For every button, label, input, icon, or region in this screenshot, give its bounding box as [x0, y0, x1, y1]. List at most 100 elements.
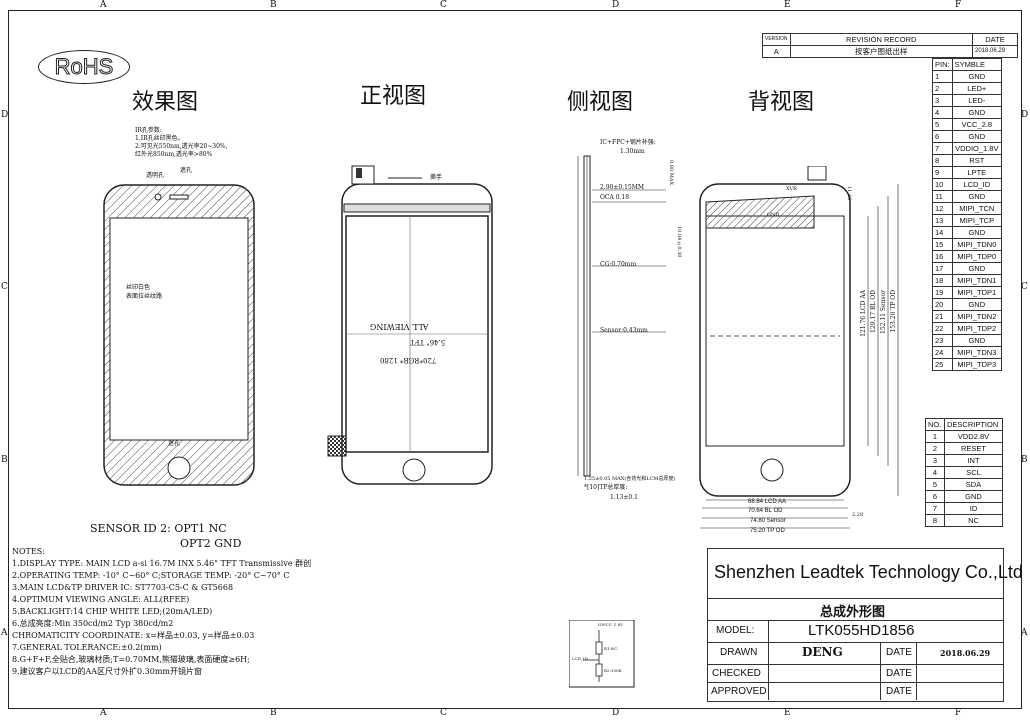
heading-back: 背视图 [748, 90, 815, 115]
rohs-mark: RoHS [38, 50, 130, 84]
model-value: LTK055HD1856 [808, 622, 915, 639]
back-label-xvr: XVR [786, 186, 797, 192]
tb-vline [768, 620, 769, 700]
zone-top-A: A [100, 0, 107, 10]
ir-notes: IR孔参数:1.IR孔丝印黑色。2.可见光550nm,透光率20~30%, 红外… [135, 127, 228, 159]
note-line: 4.OPTIMUM VIEWING ANGLE: ALL(RFEE) [12, 595, 190, 604]
label-pull-tab: 撕手 [430, 174, 443, 181]
side-dim-7: 1.13±0.1 [610, 494, 638, 501]
date-label-1: DATE [886, 647, 912, 658]
tb-line [707, 620, 1003, 621]
zone-top-C: C [440, 0, 447, 10]
zone-right-A: A [1021, 628, 1028, 638]
date-label-2: DATE [886, 668, 912, 679]
back-label-gnd: GND [767, 212, 780, 218]
zone-left-A: A [1, 628, 8, 638]
drawing-title: 总成外形图 [820, 604, 886, 619]
zone-right-C: C [1021, 282, 1028, 292]
label-ink-surface: 表面拉丝纹路 [126, 293, 163, 300]
back-dim-side: 2.28 [852, 512, 864, 518]
zone-right-B: B [1021, 455, 1028, 465]
back-dim-h: 68.84 LCD AA [748, 499, 787, 505]
zone-top-D: D [612, 0, 620, 10]
zone-left-B: B [1, 455, 8, 465]
label-ink: 丝印白色 [126, 284, 151, 291]
side-top-dim: 1.30mm [620, 148, 645, 155]
zone-bottom-B: B [270, 708, 277, 718]
note-line: CHROMATICITY COORDINATE: x=样品±0.03, y=样品… [12, 631, 255, 640]
circuit-r2: R2:100K [604, 668, 622, 673]
note-line: 3.MAIN LCD&TP DRIVER IC: ST7703-C5-C & G… [12, 583, 234, 592]
zone-right-D: D [1021, 110, 1029, 120]
front-mirrored-text-3: 720*RGB* 1280 [380, 356, 437, 364]
front-mirrored-text-2: 5.46" TFT [410, 338, 446, 346]
company-name: Shenzhen Leadtek Technology Co.,Ltd [714, 562, 1023, 582]
side-dim-6: *[10]TP总厚度: [584, 484, 628, 491]
label-shade-hole: 遮孔 [180, 167, 193, 174]
circuit-lcd-id: LCD_ID [572, 656, 588, 661]
sensor-id-line-2: OPT2 GND [180, 537, 242, 550]
front-mirrored-text-1: ALL VIEWING [370, 322, 429, 331]
model-label: MODEL: [716, 625, 755, 636]
heading-effect: 效果图 [132, 90, 199, 115]
approved-label: APPROVED [711, 686, 767, 697]
side-max: 0.80 MAX [668, 160, 674, 186]
circuit-vcc: IOVCC_1.8V [598, 622, 624, 627]
back-dim-v: 152.11 Sensor [880, 290, 887, 334]
effect-view-drawing [103, 184, 255, 486]
zone-top-B: B [270, 0, 277, 10]
note-line: 1.DISPLAY TYPE: MAIN LCD a-si 16.7M INX … [12, 559, 312, 568]
back-dim-h: 70.64 BL OD [748, 508, 783, 514]
back-dim-v: 129.17 BL OD [870, 290, 877, 333]
tb-line [707, 682, 1003, 683]
zone-bottom-F: F [955, 708, 962, 718]
side-dim-2: OCA 0.18 [600, 194, 630, 201]
id-circuit-diagram [569, 620, 635, 688]
note-line: 2.OPERATING TEMP: -10° C~60° C;STORAGE T… [12, 571, 290, 580]
circuit-r1: R1:NC [604, 646, 618, 651]
back-dim-top: 11.46 [846, 186, 852, 201]
ir-note-line: 2.可见光550nm,透光率20~30%, [135, 143, 228, 150]
tb-line [707, 642, 1003, 643]
note-line: 8.G+F+F,全贴合,玻璃材质;T=0.70MM,熊猫玻璃,表面硬度≥6H; [12, 655, 250, 664]
drawn-label: DRAWN [720, 647, 758, 658]
zone-bottom-C: C [440, 708, 447, 718]
back-dim-h: 74.80 Sensor [750, 518, 786, 524]
side-dim-right: 10.04±0.30 [676, 226, 682, 258]
date-label-3: DATE [886, 686, 912, 697]
notes-block: NOTES:1.DISPLAY TYPE: MAIN LCD a-si 16.7… [12, 546, 311, 678]
side-view-drawing [577, 155, 666, 477]
back-dim-h: 75.20 TP OD [750, 528, 785, 534]
label-bottom-hole: 遮孔 [168, 440, 181, 447]
front-view-drawing [327, 165, 493, 485]
drawn-date: 2018.06.29 [940, 648, 991, 658]
sensor-id-line-1: SENSOR ID 2: OPT1 NC [90, 522, 227, 535]
tb-vline [916, 642, 917, 700]
title-block [707, 548, 1004, 702]
tb-vline [880, 642, 881, 700]
